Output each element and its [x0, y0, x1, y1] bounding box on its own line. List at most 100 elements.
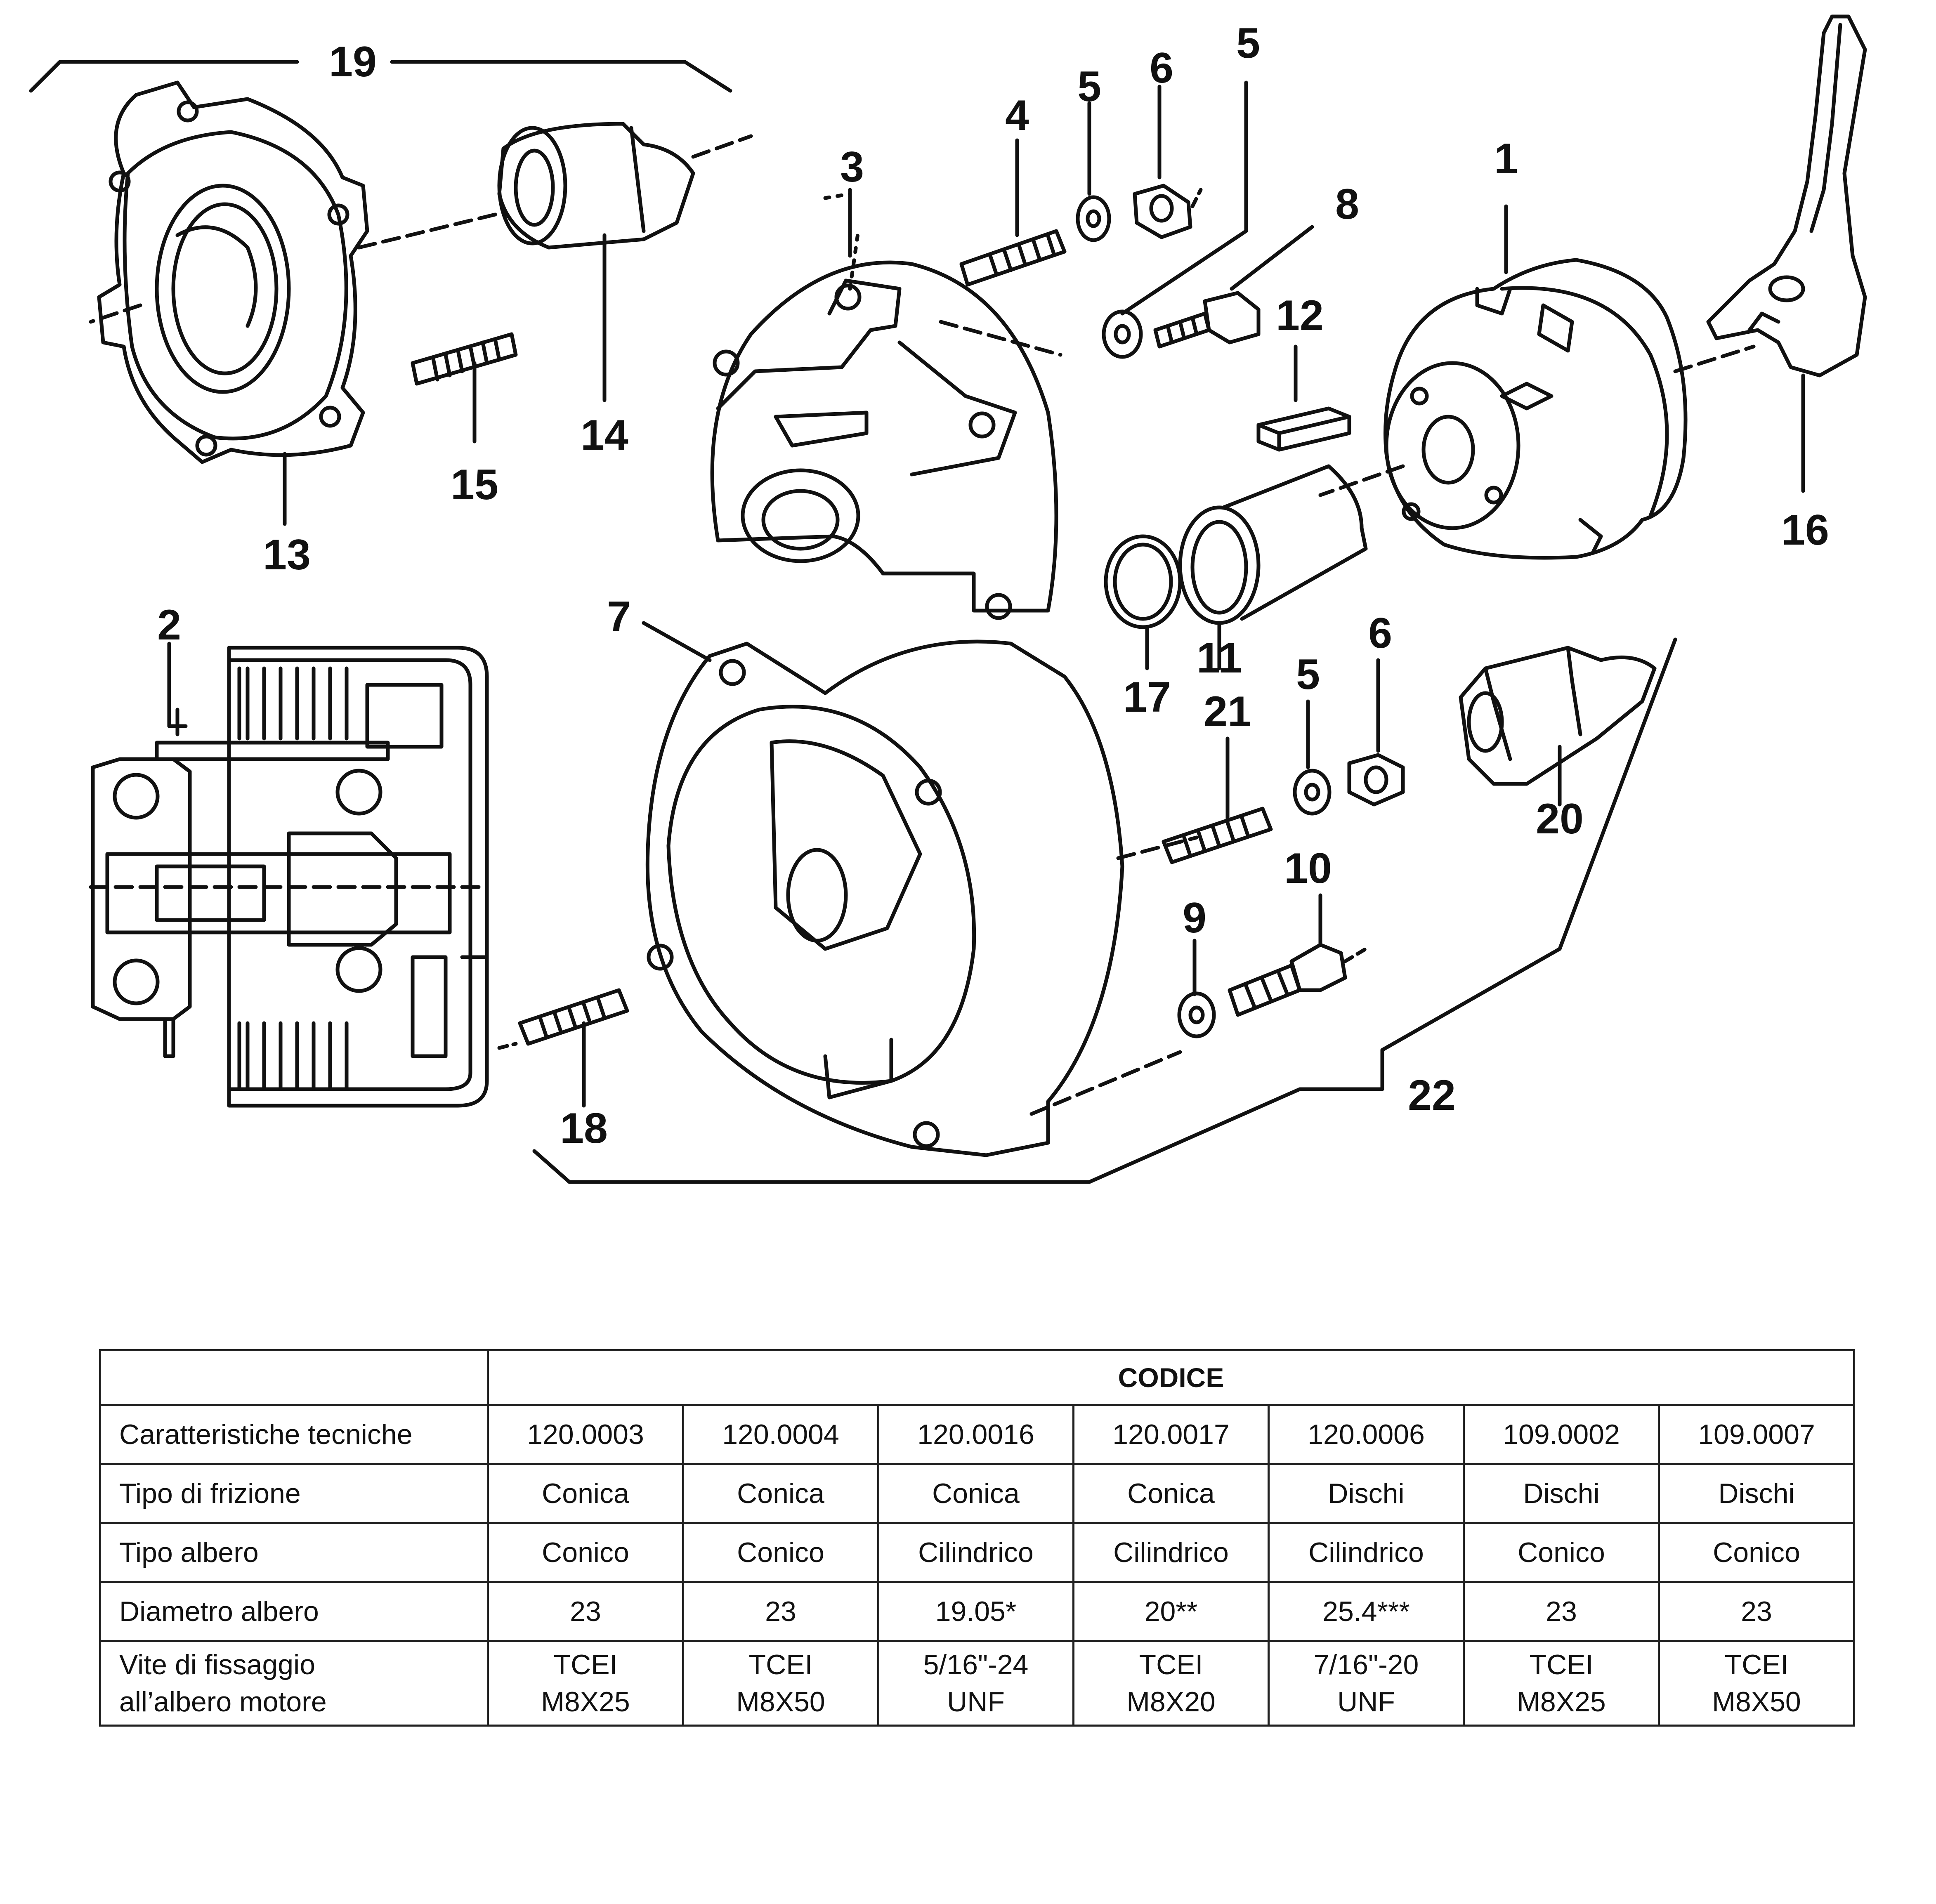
cell-screw-line1: TCEI	[748, 1649, 813, 1680]
cell-screw-line2: M8X25	[1517, 1686, 1606, 1718]
cell-diameter: 23	[487, 1581, 684, 1642]
part-6-nut-low	[1347, 753, 1405, 807]
row-label-clutch: Tipo di frizione	[99, 1463, 489, 1524]
row-label-screw-line2: all’albero motore	[119, 1686, 327, 1718]
cell-screw-line2: M8X50	[1712, 1686, 1801, 1718]
cell-clutch: Conica	[487, 1463, 684, 1524]
cell-shaft: Conico	[1658, 1522, 1855, 1583]
cell-code: 109.0007	[1658, 1404, 1855, 1465]
cell-code: 109.0002	[1463, 1404, 1660, 1465]
cell-code: 120.0017	[1072, 1404, 1270, 1465]
label-8: 8	[1335, 180, 1359, 228]
leader-7	[642, 621, 712, 662]
cell-diameter: 23	[1463, 1581, 1660, 1642]
label-15: 15	[451, 461, 498, 509]
label-9: 9	[1183, 894, 1206, 942]
cell-shaft: Conico	[682, 1522, 879, 1583]
label-16: 16	[1781, 506, 1829, 554]
bracket-19	[29, 60, 732, 93]
row-label-shaft: Tipo albero	[99, 1522, 489, 1583]
cell-screw-line1: TCEI	[1529, 1649, 1594, 1680]
table-corner-cell	[99, 1349, 489, 1406]
cell-diameter: 19.05*	[877, 1581, 1074, 1642]
part-11-cylinder-sleeve	[1178, 464, 1368, 625]
cell-screw-line1: TCEI	[1139, 1649, 1203, 1680]
cell-diameter: 20**	[1072, 1581, 1270, 1642]
label-5-top: 5	[1077, 63, 1101, 111]
leader-5b	[1120, 80, 1248, 316]
part-5-washer-low	[1293, 769, 1332, 816]
label-19: 19	[329, 38, 377, 86]
part-14-tapered-sleeve	[497, 122, 753, 250]
table-row: Tipo di frizione Conica Conica Conica Co…	[99, 1463, 1855, 1524]
label-11: 11	[1197, 634, 1242, 682]
cell-shaft: Cilindrico	[877, 1522, 1074, 1583]
cell-shaft: Cilindrico	[1268, 1522, 1465, 1583]
cell-diameter: 25.4***	[1268, 1581, 1465, 1642]
label-21: 21	[1204, 688, 1251, 736]
cell-clutch: Dischi	[1658, 1463, 1855, 1524]
cell-screw-line2: M8X25	[541, 1686, 630, 1718]
table-row: Vite di fissaggio all’albero motore TCEI…	[99, 1640, 1855, 1727]
label-5-low: 5	[1296, 651, 1320, 698]
cell-screw-line1: TCEI	[553, 1649, 618, 1680]
label-2: 2	[157, 601, 181, 649]
label-6-top: 6	[1150, 44, 1173, 92]
label-22: 22	[1408, 1071, 1456, 1119]
part-4-stud	[959, 229, 1067, 287]
part-1-clutch-bell	[1318, 258, 1756, 560]
leader-8	[1230, 225, 1314, 291]
row-label-codes: Caratteristiche tecniche	[99, 1404, 489, 1465]
cell-screw-line1: 7/16"-20	[1313, 1649, 1419, 1680]
cell-clutch: Conica	[682, 1463, 879, 1524]
part-2-section-view	[89, 646, 489, 1108]
cell-screw: TCEI M8X50	[682, 1640, 879, 1727]
cell-screw: TCEI M8X50	[1658, 1640, 1855, 1727]
part-9-washer	[1177, 991, 1216, 1038]
cell-screw: TCEI M8X25	[487, 1640, 684, 1727]
part-6-nut-top	[1133, 184, 1203, 239]
label-1: 1	[1494, 135, 1518, 183]
cell-screw-line2: UNF	[1337, 1686, 1395, 1718]
cell-code: 120.0016	[877, 1404, 1074, 1465]
row-label-diameter: Diametro albero	[99, 1581, 489, 1642]
part-8-bolt	[1153, 291, 1261, 349]
cell-clutch: Conica	[1072, 1463, 1270, 1524]
cell-diameter: 23	[682, 1581, 879, 1642]
label-4: 4	[1005, 92, 1029, 139]
cell-shaft: Conico	[487, 1522, 684, 1583]
cell-screw-line1: TCEI	[1724, 1649, 1789, 1680]
label-12: 12	[1276, 292, 1324, 340]
part-20-taper-sleeve	[1459, 646, 1657, 786]
label-17: 17	[1123, 673, 1171, 721]
cell-shaft: Cilindrico	[1072, 1522, 1270, 1583]
exploded-parts-drawing: 19 13 14 15 3 4 5 6 5 8 12 1 16 17 11 2 …	[29, 14, 1867, 1184]
bracket-22	[532, 637, 1677, 1184]
label-5-mid: 5	[1236, 19, 1260, 67]
part-7-housing	[645, 639, 1199, 1157]
label-7: 7	[607, 593, 631, 641]
cell-screw-line2: M8X50	[736, 1686, 825, 1718]
cell-clutch: Dischi	[1463, 1463, 1660, 1524]
label-10: 10	[1284, 845, 1332, 892]
part-16-lever	[1706, 14, 1867, 377]
label-6-low: 6	[1368, 609, 1392, 657]
codice-header: CODICE	[487, 1349, 1855, 1406]
cell-code: 120.0006	[1268, 1404, 1465, 1465]
label-14: 14	[581, 411, 628, 459]
part-5-washer-top	[1076, 195, 1111, 242]
part-17-ring	[1104, 534, 1182, 629]
cell-screw-line1: 5/16"-24	[923, 1649, 1029, 1680]
cell-shaft: Conico	[1463, 1522, 1660, 1583]
part-5-washer-mid	[1102, 309, 1143, 359]
cell-clutch: Conica	[877, 1463, 1074, 1524]
label-13: 13	[263, 531, 311, 579]
label-3: 3	[840, 143, 864, 191]
part-15-stud	[411, 332, 518, 386]
part-13-flange-cover	[89, 80, 497, 464]
row-label-screw-line1: Vite di fissaggio	[119, 1649, 316, 1680]
spec-table: CODICE Caratteristiche tecniche 120.0003…	[99, 1349, 1855, 1727]
